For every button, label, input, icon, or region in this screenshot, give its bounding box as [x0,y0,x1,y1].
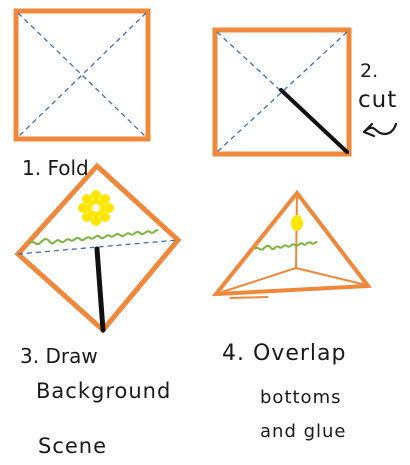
cut-arrow-icon [362,122,398,138]
step3-label-line3: Scene [38,434,108,458]
step4-edge-left [221,267,297,293]
step2-square [212,27,352,157]
step1-square-outline [13,8,151,142]
step4-sun-icon [291,215,303,231]
step2-fold-line-b [216,31,348,153]
step3-label-line2: Background [36,379,172,403]
step3-diamond [14,162,182,334]
step4-edge-right [295,267,367,286]
step4-pyramid-outline [211,189,372,297]
sun-icon [78,190,114,226]
step3-label-line1: 3. Draw [20,344,98,368]
step1-fold-line-a [17,12,147,138]
step4-pyramid [211,189,372,299]
step4-label-line2: bottoms [260,387,342,408]
step2-square-outline [212,27,352,157]
step1-label: 1. Fold [22,156,89,180]
step3-cut-line [94,246,106,333]
step4-base-shadow [229,296,269,299]
step2-cut-line [279,88,349,154]
step4-label-line1: 4. Overlap [222,341,347,366]
step4-grass-icon [254,241,318,251]
step4-label-line3: and glue [260,421,347,442]
step1-fold-line-b [17,12,147,138]
step1-square [13,8,151,142]
grass-icon [29,229,159,246]
step2-number: 2. [360,60,379,82]
step2-label: cut [358,87,398,113]
